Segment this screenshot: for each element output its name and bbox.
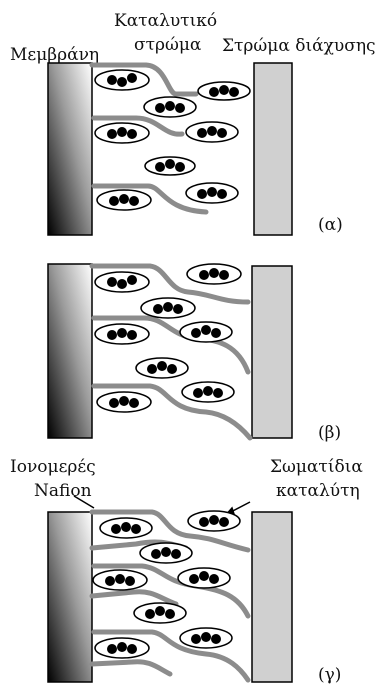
particle-cluster: [135, 357, 189, 379]
catalyst-layer-label-line1: Καταλυτικό: [114, 11, 217, 31]
membrane-layer: [47, 263, 93, 439]
catalyst-layer-label-line2: στρώμα: [134, 35, 202, 55]
panel-c: (γ): [47, 509, 341, 684]
particle-cluster: [92, 569, 148, 591]
particle-cluster: [177, 567, 231, 589]
particle-cluster: [94, 271, 150, 293]
particle-cluster: [144, 156, 196, 176]
particle-cluster: [96, 189, 152, 211]
diffusion-layer: [251, 265, 293, 439]
diffusion-layer: [253, 62, 293, 236]
particle-cluster: [139, 542, 193, 564]
particle-cluster: [143, 96, 197, 118]
panel-caption-a: (α): [318, 215, 343, 235]
particle-cluster: [94, 637, 150, 659]
particle-cluster: [186, 263, 242, 285]
particle-cluster: [197, 81, 251, 101]
catalyst-particles-label-line1: Σωματίδια: [270, 457, 363, 477]
ionomer-label-line1: Ιονομερές: [10, 457, 96, 477]
diffusion-layer-label: Στρώμα διάχυσης: [222, 36, 376, 56]
particle-cluster: [179, 321, 233, 343]
catalyst-particles-label-line2: καταλύτη: [276, 481, 360, 501]
particle-cluster: [181, 381, 235, 403]
diffusion-layer: [251, 511, 293, 683]
ionomer-pointer-line: [73, 495, 95, 509]
particle-cluster: [185, 182, 239, 204]
membrane-layer: [47, 62, 93, 236]
particle-cluster: [185, 121, 239, 143]
particle-cluster: [94, 323, 150, 345]
particle-cluster: [94, 69, 150, 91]
catalyst-particle-clusters: [94, 69, 251, 211]
particle-cluster: [187, 510, 241, 532]
particle-cluster: [140, 297, 196, 319]
ionomer-label-line2: Nafion: [34, 481, 92, 501]
particle-cluster: [99, 517, 153, 539]
particle-cluster: [179, 627, 233, 649]
ionomer-strands: [89, 62, 209, 215]
panel-b: (β): [47, 263, 341, 443]
panel-caption-c: (γ): [318, 665, 341, 684]
membrane-layer: [47, 511, 93, 683]
panel-a: (α): [47, 62, 343, 236]
particle-cluster: [96, 391, 152, 413]
particle-cluster: [133, 602, 187, 624]
particle-cluster: [94, 122, 150, 144]
catalyst-particle-clusters: [94, 263, 242, 413]
membrane-label: Μεμβράνη: [10, 45, 99, 65]
panel-caption-b: (β): [318, 423, 341, 443]
catalyst-particle-clusters: [92, 510, 241, 659]
